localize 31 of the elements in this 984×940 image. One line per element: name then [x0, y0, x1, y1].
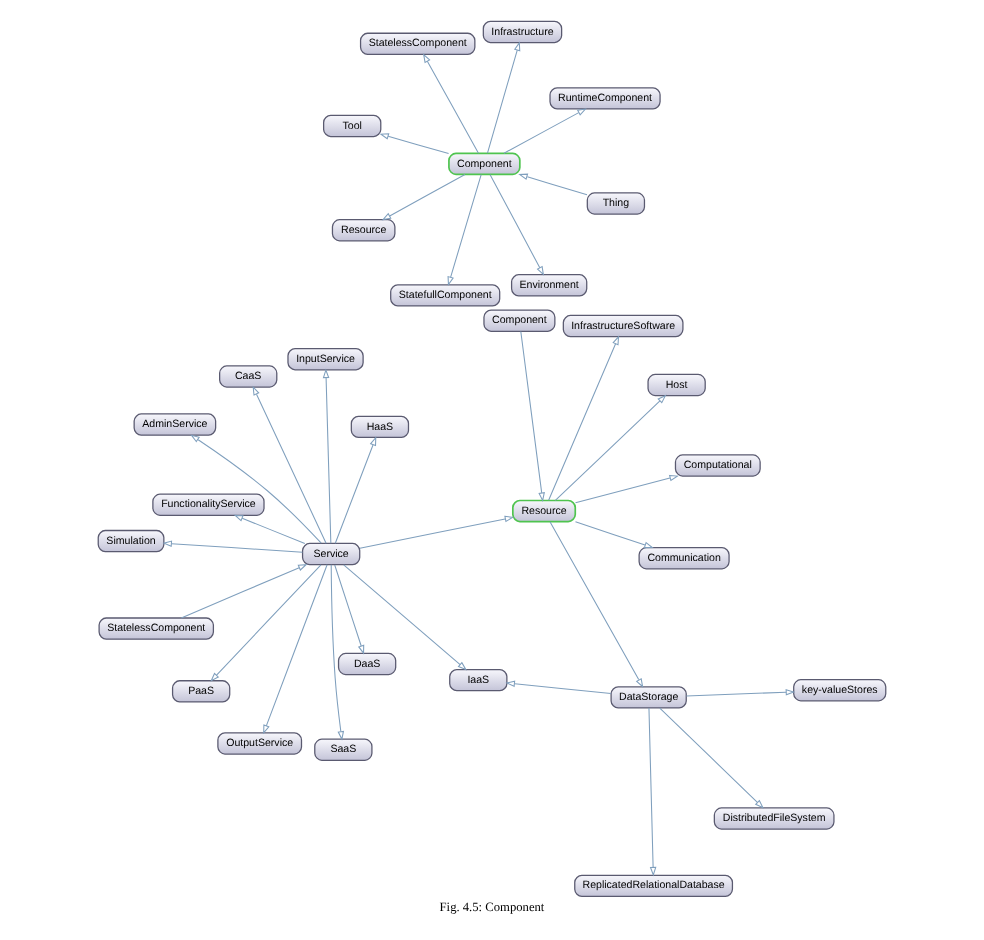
arrow: [554, 394, 667, 501]
arrow: [180, 564, 308, 619]
arrow: [210, 564, 322, 682]
arrow: [685, 688, 796, 697]
arrow: [162, 540, 303, 553]
arrow: [574, 521, 654, 549]
arrow: [233, 514, 306, 544]
arrow: [648, 707, 657, 877]
arrow: [381, 174, 466, 221]
arrow: [575, 474, 679, 504]
arrow: [322, 368, 332, 544]
arrow: [518, 173, 588, 196]
arrow: [379, 133, 450, 155]
arrow: [548, 335, 620, 501]
arrow: [252, 385, 327, 544]
arrow: [334, 564, 365, 655]
arrow: [334, 436, 377, 544]
arrow: [505, 680, 612, 695]
arrow: [659, 707, 764, 809]
arrow: [549, 521, 644, 688]
arrow: [486, 41, 521, 154]
arrow: [343, 564, 467, 671]
arrow: [503, 108, 587, 154]
arrow: [263, 564, 328, 735]
arrow: [520, 330, 545, 502]
arrow: [447, 174, 482, 286]
arrow: [422, 53, 479, 154]
arrow: [359, 515, 515, 549]
arrow: [330, 564, 345, 741]
arrow: [489, 174, 545, 276]
arrow: [190, 434, 322, 544]
